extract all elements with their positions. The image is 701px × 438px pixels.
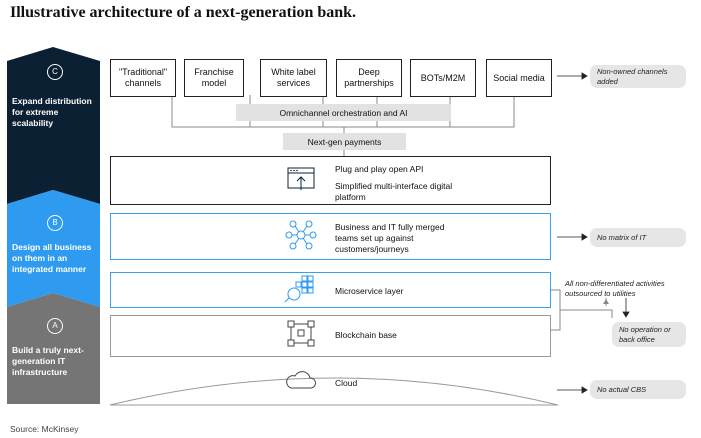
channel-bots-m2m: BOTs/M2M	[410, 59, 476, 97]
channel-traditional: "Traditional" channels	[110, 59, 176, 97]
omnichannel-bar: Omnichannel orchestration and AI	[236, 104, 451, 121]
channel-deep-partnerships: Deep partnerships	[336, 59, 402, 97]
section-c-badge: C	[47, 64, 63, 80]
cloud-icon	[286, 371, 317, 389]
chevron-build	[7, 293, 100, 404]
microservice-layer	[110, 272, 551, 308]
diagram-title: Illustrative architecture of a next-gene…	[10, 4, 357, 21]
note-no-matrix: No matrix of IT	[590, 228, 686, 247]
blockchain-layer	[110, 315, 551, 357]
section-c-label: Expand distribution for extreme scalabil…	[12, 96, 92, 128]
api-layer	[110, 156, 551, 205]
microservice-icon	[284, 275, 314, 303]
business-layer-text: Business and IT fully merged teams set u…	[335, 222, 445, 254]
note-non-owned-channels: Non-owned channels added	[590, 65, 686, 88]
api-layer-line1: Plug and play open API	[335, 164, 424, 174]
section-a-label: Build a truly next-generation IT infrast…	[12, 345, 84, 377]
api-layer-line2: Simplified multi-interface digital platf…	[335, 181, 453, 202]
blockchain-layer-text: Blockchain base	[335, 330, 397, 340]
team-network-icon	[285, 220, 317, 250]
open-api-icon	[287, 167, 315, 190]
business-layer	[110, 213, 551, 260]
cloud-layer-text: Cloud	[335, 378, 358, 388]
cloud-layer	[109, 377, 559, 406]
chevron-expand	[7, 47, 100, 204]
channel-white-label: White label services	[260, 59, 327, 97]
note-no-cbs: No actual CBS	[590, 380, 686, 399]
channel-franchise: Franchise model	[184, 59, 244, 97]
source-note: Source: McKinsey	[10, 424, 79, 434]
section-b-label: Design all business on them in an integr…	[12, 242, 92, 274]
note-outsourced: All non-differentiated activities outsou…	[565, 279, 665, 298]
blockchain-icon	[287, 320, 315, 347]
section-a-badge: A	[47, 318, 63, 334]
payments-bar: Next-gen payments	[283, 133, 406, 150]
note-no-operation: No operation or back office	[612, 322, 686, 347]
section-chevrons	[7, 47, 100, 404]
chevron-design	[7, 190, 100, 307]
microservice-layer-text: Microservice layer	[335, 286, 404, 296]
section-b-badge: B	[47, 215, 63, 231]
channel-social-media: Social media	[486, 59, 552, 97]
